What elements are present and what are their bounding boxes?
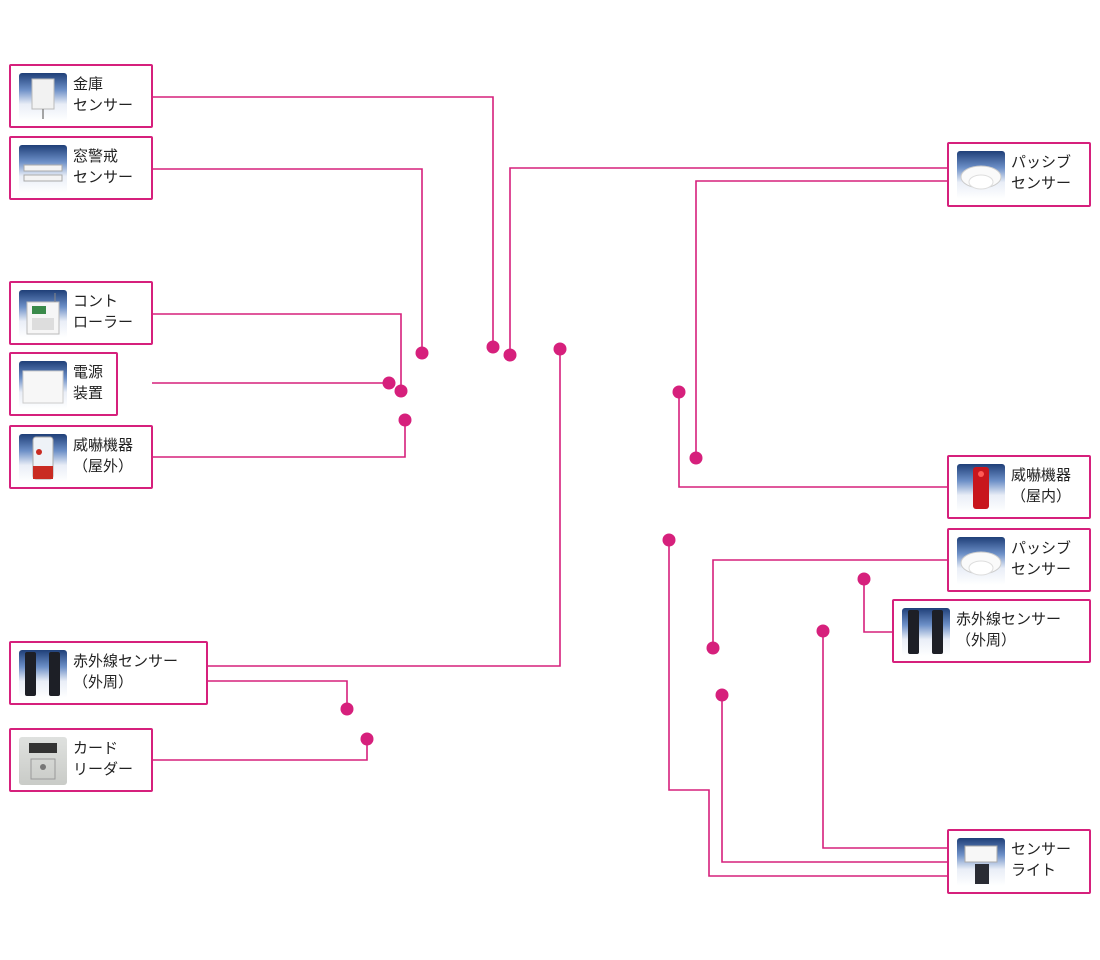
endpoint-dot (503, 348, 517, 362)
line-passive-top-b (695, 180, 948, 458)
label-line-2: （屋内） (1011, 487, 1072, 505)
device-label: パッシブセンサー (1011, 152, 1071, 194)
line-sensor-light-c (668, 540, 948, 877)
endpoint-dot (706, 641, 720, 655)
endpoint-dot (340, 702, 354, 716)
endpoint-dot (672, 385, 686, 399)
endpoint-dot (360, 732, 374, 746)
device-card-controller: コントローラー (9, 281, 153, 345)
label-line-1: 赤外線センサー (73, 652, 179, 670)
indoor-siren-icon (957, 464, 1005, 512)
endpoint-dot (486, 340, 500, 354)
label-line-1: 窓警戒 (73, 147, 119, 165)
device-label: 電源装置 (73, 362, 103, 404)
wall-box-sensor-icon (19, 73, 67, 121)
endpoint-dot (857, 572, 871, 586)
label-line-2: （屋外） (73, 457, 134, 475)
power-unit-icon (19, 361, 67, 409)
floodlight-icon (957, 838, 1005, 886)
infrared-beam-posts-icon (19, 650, 67, 698)
device-card-safe-sensor: 金庫センサー (9, 64, 153, 128)
device-label: パッシブセンサー (1011, 538, 1071, 580)
line-window-sensor (152, 168, 423, 353)
device-label: センサーライト (1011, 839, 1071, 881)
line-controller (152, 313, 402, 391)
label-line-1: 赤外線センサー (956, 610, 1062, 628)
line-card-reader (152, 739, 368, 761)
label-line-1: 威嚇機器 (1011, 466, 1072, 484)
device-label: 威嚇機器 （屋内） (1011, 465, 1071, 507)
line-ir-left-a (207, 349, 561, 667)
keypad-controller-icon (19, 290, 67, 338)
label-line-1: コント (73, 292, 119, 310)
label-line-2: センサー (73, 168, 134, 186)
label-line-2: センサー (1011, 560, 1072, 578)
label-line-1: パッシブ (1011, 539, 1072, 557)
device-card-siren-outdoor: 威嚇機器 （屋外） (9, 425, 153, 489)
device-card-ir-perimeter-right: 赤外線センサー （外周） (892, 599, 1091, 663)
device-card-passive-sensor-bottom: パッシブセンサー (947, 528, 1091, 592)
device-label: カードリーダー (73, 738, 133, 780)
device-card-sensor-light: センサーライト (947, 829, 1091, 894)
label-line-2: （外周） (73, 673, 134, 691)
line-siren-indoor (678, 392, 948, 488)
label-line-2: ローラー (73, 313, 134, 331)
line-ir-right (863, 579, 893, 633)
line-passive-bottom (712, 559, 948, 648)
card-reader-icon (19, 737, 67, 785)
outdoor-siren-icon (19, 434, 67, 482)
label-line-1: センサー (1011, 840, 1072, 858)
device-label: コントローラー (73, 291, 133, 333)
line-safe-sensor (152, 96, 494, 347)
device-card-ir-perimeter-left: 赤外線センサー （外周） (9, 641, 208, 705)
device-label: 威嚇機器 （屋外） (73, 435, 133, 477)
line-sensor-light-a (822, 631, 948, 849)
device-card-passive-sensor-top: パッシブセンサー (947, 142, 1091, 207)
endpoint-dot (398, 413, 412, 427)
endpoint-dot (816, 624, 830, 638)
infrared-beam-posts-icon (902, 608, 950, 656)
device-label: 赤外線センサー （外周） (73, 651, 178, 693)
label-line-2: センサー (1011, 174, 1072, 192)
label-line-1: 威嚇機器 (73, 436, 134, 454)
device-label: 窓警戒センサー (73, 146, 133, 188)
endpoint-dot (394, 384, 408, 398)
endpoint-dot (715, 688, 729, 702)
line-siren-outdoor (152, 420, 406, 458)
device-card-power-supply: 電源装置 (9, 352, 118, 416)
label-line-2: センサー (73, 96, 134, 114)
device-label: 金庫センサー (73, 74, 133, 116)
endpoint-dot (553, 342, 567, 356)
line-sensor-light-b (721, 695, 948, 863)
window-contact-sensor-icon (19, 145, 67, 193)
dome-motion-sensor-icon (957, 151, 1005, 199)
label-line-2: 装置 (73, 384, 104, 402)
label-line-1: 金庫 (73, 75, 104, 93)
label-line-1: パッシブ (1011, 153, 1072, 171)
device-card-window-sensor: 窓警戒センサー (9, 136, 153, 200)
endpoint-dot (662, 533, 676, 547)
label-line-1: 電源 (73, 363, 104, 381)
label-line-2: リーダー (73, 760, 134, 778)
device-card-siren-indoor: 威嚇機器 （屋内） (947, 455, 1091, 519)
label-line-2: ライト (1011, 861, 1057, 879)
endpoint-dot (689, 451, 703, 465)
endpoint-dot (415, 346, 429, 360)
dome-motion-sensor-icon (957, 537, 1005, 585)
line-passive-top-a (509, 167, 948, 355)
label-line-2: （外周） (956, 631, 1017, 649)
device-label: 赤外線センサー （外周） (956, 609, 1061, 651)
label-line-1: カード (73, 739, 119, 757)
line-ir-left-b (207, 680, 348, 709)
device-card-card-reader: カードリーダー (9, 728, 153, 792)
endpoint-dot (382, 376, 396, 390)
